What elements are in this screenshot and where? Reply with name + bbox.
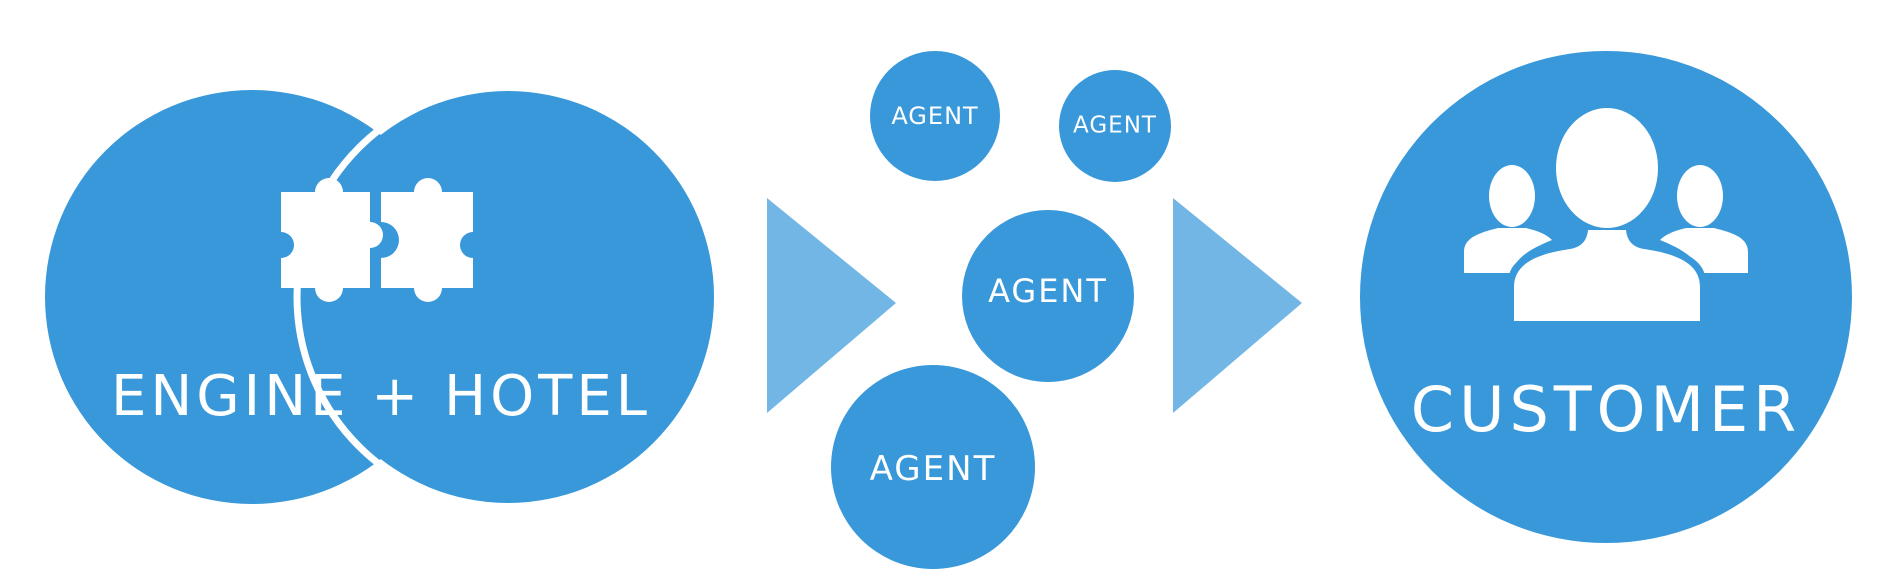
- agents-group: [831, 51, 1171, 569]
- hotel-circle-outline: [293, 82, 723, 512]
- customer-label: CUSTOMER: [1410, 373, 1802, 446]
- arrow-to-customer: [1173, 198, 1302, 413]
- puzzle-piece-right-icon: [381, 178, 473, 302]
- person-right-icon: [1660, 165, 1748, 273]
- hotel-circle: [302, 91, 714, 503]
- puzzle-piece-left-icon: [281, 178, 383, 302]
- person-center-icon: [1514, 108, 1700, 321]
- engine-hotel-node: [45, 82, 723, 512]
- agent-circle-2: [1059, 70, 1171, 182]
- agent-label-2: AGENT: [1073, 112, 1157, 139]
- agent-label-4: AGENT: [869, 449, 997, 489]
- agent-circle-4: [831, 365, 1035, 569]
- agent-circle-1: [870, 51, 1000, 181]
- agent-label-1: AGENT: [891, 102, 979, 130]
- agent-label-3: AGENT: [988, 272, 1108, 310]
- user-group-icon: [1464, 108, 1748, 321]
- engine-hotel-label: ENGINE + HOTEL: [111, 364, 651, 429]
- arrow-to-agents: [767, 198, 896, 413]
- agent-circle-3: [962, 210, 1134, 382]
- puzzle-pieces-icon: [281, 178, 473, 302]
- person-left-icon: [1464, 165, 1552, 273]
